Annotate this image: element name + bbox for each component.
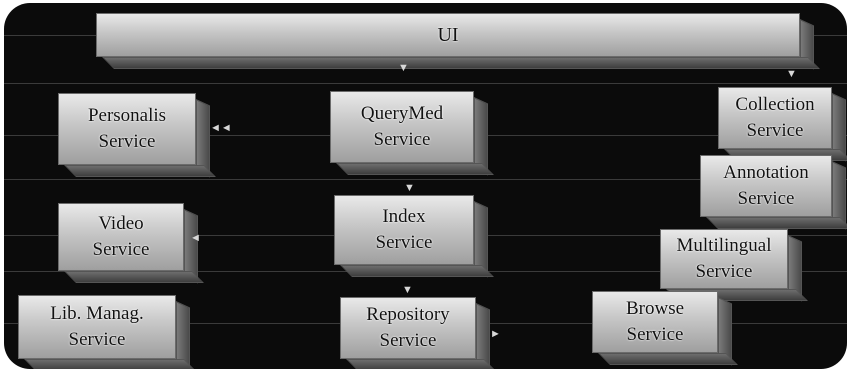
personalis-service-face: Personalis Service [58,93,196,165]
personalis-service-title: Personalis [87,105,167,126]
double-arrow-left-icon: ◄◄ [210,122,232,134]
collection-service-box: Collection Service [718,87,847,162]
architecture-diagram: UI Personalis Service QueryMed Service C… [4,3,847,369]
browse-service-face: Browse Service [592,291,718,353]
arrow-down-icon: ▼ [398,62,409,74]
querymed-service-box: QueryMed Service [330,91,494,176]
querymed-service-title: QueryMed [360,103,444,124]
video-service-box: Video Service [58,203,204,284]
collection-service-title: Collection [735,94,815,115]
lib-manag-service-title: Lib. Manag. [50,303,144,324]
personalis-service-subtitle: Service [98,131,156,152]
querymed-service-face: QueryMed Service [330,91,474,163]
scan-line [4,83,847,84]
ui-layer-face: UI [96,13,800,57]
annotation-service-title: Annotation [723,162,809,183]
box-bottom [336,163,494,175]
video-service-face: Video Service [58,203,184,271]
lib-manag-service-subtitle: Service [68,329,126,350]
querymed-service-subtitle: Service [373,129,431,150]
box-bottom [340,265,494,277]
browse-service-title: Browse [625,298,685,319]
arrow-left-icon: ◄ [190,232,201,244]
personalis-service-box: Personalis Service [58,93,216,178]
box-bottom [64,271,204,283]
annotation-service-subtitle: Service [737,188,795,209]
box-bottom [346,359,496,369]
browse-service-box: Browse Service [592,291,738,366]
multilingual-service-title: Multilingual [676,235,772,256]
lib-manag-service-box: Lib. Manag. Service [18,295,196,369]
annotation-service-box: Annotation Service [700,155,847,230]
box-bottom [598,353,738,365]
index-service-title: Index [382,206,426,227]
video-service-subtitle: Service [92,239,150,260]
annotation-service-face: Annotation Service [700,155,832,217]
scan-line [4,179,847,180]
multilingual-service-subtitle: Service [695,261,753,282]
box-bottom [64,165,216,177]
index-service-subtitle: Service [375,232,433,253]
ui-layer-label: UI [437,24,459,46]
video-service-title: Video [98,213,144,234]
collection-service-subtitle: Service [746,120,804,141]
browse-service-subtitle: Service [626,324,684,345]
multilingual-service-box: Multilingual Service [660,229,808,302]
repository-service-box: Repository Service [340,297,496,369]
arrow-down-icon: ▼ [402,284,413,296]
repository-service-subtitle: Service [379,330,437,351]
repository-service-title: Repository [366,304,450,325]
box-bottom [102,57,820,69]
box-bottom [706,217,847,229]
arrow-down-icon: ▼ [786,68,797,80]
arrow-right-icon: ► [490,328,501,340]
box-bottom [24,359,196,369]
ui-layer-box: UI [96,13,820,70]
index-service-box: Index Service [334,195,494,278]
repository-service-face: Repository Service [340,297,476,359]
collection-service-face: Collection Service [718,87,832,149]
arrow-down-icon: ▼ [404,182,415,194]
lib-manag-service-face: Lib. Manag. Service [18,295,176,359]
index-service-face: Index Service [334,195,474,265]
multilingual-service-face: Multilingual Service [660,229,788,289]
